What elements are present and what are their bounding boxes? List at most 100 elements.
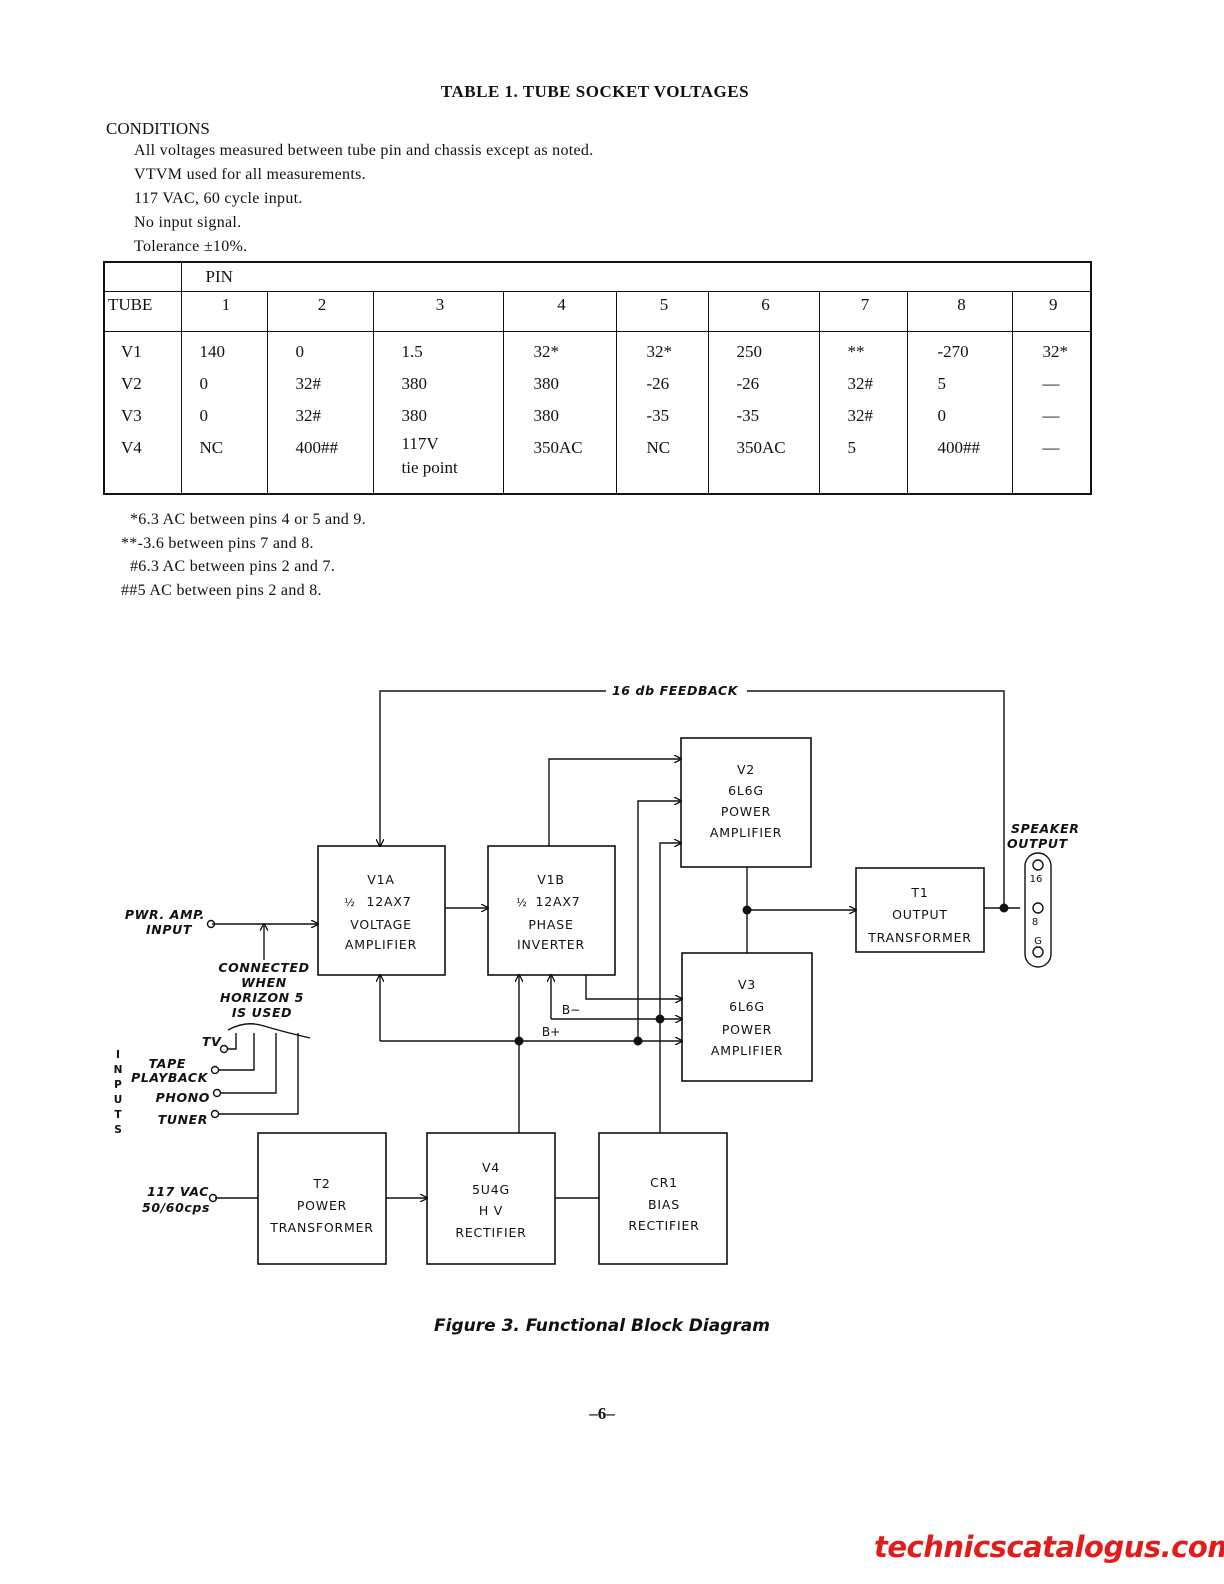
fraction: ½ (344, 896, 355, 909)
pin-number: 5 (615, 291, 708, 332)
inputs-letter: N (114, 1064, 123, 1076)
voltage-value: 1.5 (401, 342, 423, 361)
voltage-value: 32# (847, 406, 874, 425)
voltage-value: 5 (937, 374, 947, 393)
vac-label: 117 VAC (147, 1184, 209, 1199)
pin-column: 32* -26 -35 NC (615, 331, 708, 494)
v4-tube: 5U4G (472, 1182, 510, 1197)
speaker-terminal-strip (1024, 852, 1052, 968)
phono-wire (220, 1033, 277, 1094)
v1a-function: AMPLIFIER (345, 937, 417, 952)
tube-name: V3 (121, 406, 142, 425)
footnote: *6.3 AC between pins 4 or 5 and 9. (130, 511, 366, 528)
t2-function: TRANSFORMER (269, 1220, 374, 1235)
v3-function: AMPLIFIER (711, 1043, 783, 1058)
terminal-16-label: 16 (1030, 874, 1043, 885)
junction-dot (999, 903, 1009, 913)
v4-block (426, 1132, 556, 1265)
t2-label: T2 (312, 1176, 330, 1191)
voltage-value: 5 (847, 438, 857, 457)
table-title: TABLE 1. TUBE SOCKET VOLTAGES (440, 82, 750, 101)
tube-header: TUBE (104, 291, 181, 332)
v1a-label: V1A (367, 872, 394, 887)
voltage-value: 400## (295, 438, 339, 457)
voltage-value: 32* (533, 342, 560, 361)
voltage-value: 380 (401, 406, 428, 425)
pin-number: 2 (266, 291, 373, 332)
t1-function: OUTPUT (892, 907, 948, 922)
brace (227, 1023, 311, 1039)
connected-label: CONNECTED (218, 960, 309, 975)
terminal-8-label: 8 (1032, 917, 1038, 928)
voltage-note: tie point (401, 458, 458, 477)
junction-dot (514, 1036, 524, 1046)
pin-number: 9 (1011, 291, 1091, 332)
voltage-value: -26 (646, 374, 670, 393)
v1a-tube: 12AX7 (367, 894, 412, 909)
tube-column: V1 V2 V3 V4 (104, 332, 181, 495)
v2-label: V2 (737, 762, 755, 777)
feedback-line (380, 690, 606, 846)
pin-number: 4 (502, 291, 616, 332)
voltage-value: 380 (533, 374, 560, 393)
tv-jack (219, 1044, 229, 1054)
phono-jack (212, 1088, 222, 1098)
voltage-value: ** (847, 342, 865, 361)
v1b-to-v3-wire (585, 975, 682, 999)
voltage-value: 0 (199, 406, 209, 425)
inputs-letter: S (114, 1124, 122, 1136)
tuner-wire (218, 1033, 299, 1115)
inputs-letter: I (116, 1049, 120, 1061)
v4-function: H V (479, 1203, 503, 1218)
input-jack (206, 919, 216, 929)
inputs-letter: U (114, 1094, 123, 1106)
condition-line: VTVM used for all measurements. (134, 166, 366, 183)
input-tuner-label: TUNER (158, 1112, 208, 1127)
tuner-jack (210, 1109, 220, 1119)
pin-column: 32* 380 380 350AC (502, 331, 616, 494)
voltage-value: 380 (401, 374, 428, 393)
footnote: **-3.6 between pins 7 and 8. (121, 535, 314, 552)
voltage-value: 0 (937, 406, 947, 425)
v1a-function: VOLTAGE (350, 917, 412, 932)
v1b-tube: 12AX7 (536, 894, 581, 909)
tape-jack (210, 1065, 220, 1075)
input-tape-label: TAPE (149, 1056, 186, 1071)
junction-dot (655, 1014, 665, 1024)
voltage-value: -35 (736, 406, 760, 425)
voltage-value: -35 (646, 406, 670, 425)
v2-block (680, 737, 812, 868)
figure-caption: Figure 3. Functional Block Diagram (434, 1316, 770, 1336)
fraction: ½ (516, 896, 527, 909)
vac-label: 50/60cps (142, 1200, 210, 1215)
voltage-value: 140 (199, 342, 226, 361)
v4-function: RECTIFIER (455, 1225, 526, 1240)
bias-v2-wire (659, 843, 681, 1133)
v1a-block (317, 845, 446, 976)
voltage-value: — (1042, 438, 1060, 457)
vac-jack (208, 1193, 218, 1203)
connected-label: WHEN (241, 975, 287, 990)
v1b-function: PHASE (528, 917, 573, 932)
feedback-label: 16 db FEEDBACK (612, 683, 739, 698)
voltage-value: 380 (533, 406, 560, 425)
v1b-label: V1B (537, 872, 564, 887)
pin-column: -270 5 0 400## (906, 331, 1012, 494)
pin-column: 250 -26 -35 350AC (707, 331, 819, 494)
v1b-to-v2-wire (548, 759, 681, 846)
inputs-letter: T (114, 1109, 122, 1121)
condition-line: Tolerance ±10%. (134, 238, 248, 255)
v2-function: POWER (721, 804, 771, 819)
condition-line: No input signal. (134, 214, 242, 231)
junction-dot (742, 905, 752, 915)
voltage-value: -270 (937, 342, 969, 361)
pin-number: 7 (818, 291, 907, 332)
feedback-line (747, 690, 1005, 907)
cr1-function: BIAS (648, 1197, 680, 1212)
pin-number: 8 (906, 291, 1012, 332)
voltage-value: 250 (736, 342, 763, 361)
pin-column: 32* — — — (1011, 331, 1091, 494)
v3-label: V3 (738, 977, 756, 992)
voltage-value: 32* (1042, 342, 1069, 361)
